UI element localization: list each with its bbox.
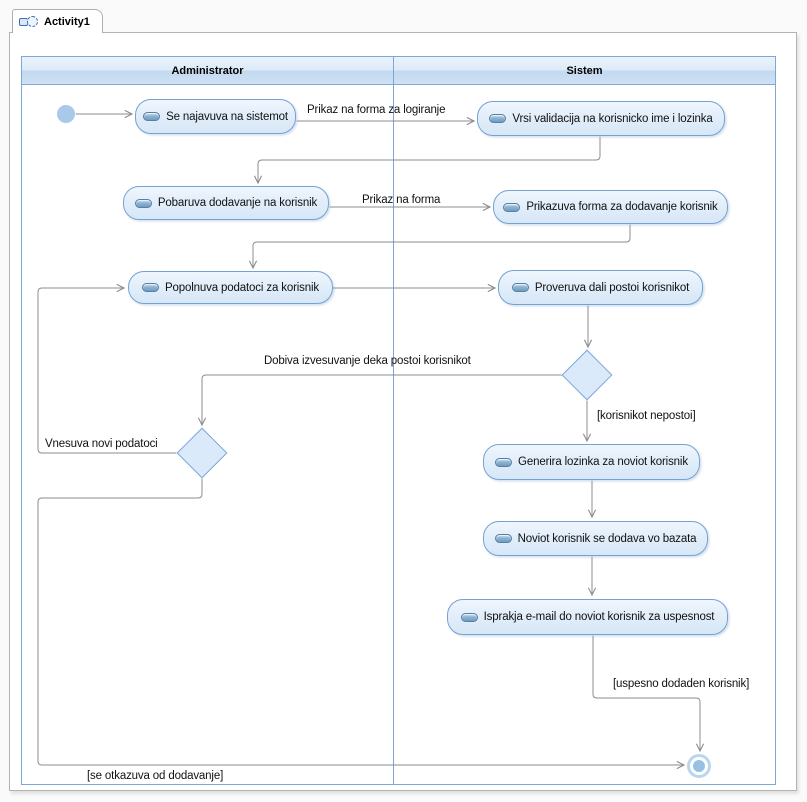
edge-label-user-exists-notification[interactable]: Dobiva izvesuvanje deka postoi korisniko… <box>264 355 471 367</box>
activity-label: Se najavuva na sistemot <box>166 110 288 123</box>
action-icon <box>489 114 507 123</box>
action-icon <box>134 198 152 208</box>
initial-node[interactable] <box>57 105 75 123</box>
activity-node-generate-password[interactable]: Generira lozinka za noviot korisnik <box>483 444 700 480</box>
edge-label-guard-success[interactable]: [uspesno dodaden korisnik] <box>613 678 750 690</box>
action-icon <box>143 112 161 121</box>
activity-label: Noviot korisnik se dodava vo bazata <box>517 532 697 545</box>
edge-label-show-form[interactable]: Prikaz na forma <box>362 194 441 206</box>
edge-label-enter-new-data[interactable]: Vnesuva novi podatoci <box>45 438 158 450</box>
activity-node-send-email[interactable]: Isprakja e-mail do noviot korisnik za us… <box>447 599 728 635</box>
edge-validate-to-request[interactable] <box>258 136 601 183</box>
action-icon <box>460 612 478 622</box>
swimlane-headers: Administrator Sistem <box>22 57 775 85</box>
edge-email-to-final[interactable] <box>592 635 700 751</box>
activity-label: Popolnuva podatoci za korisnik <box>164 281 320 294</box>
action-icon <box>141 283 159 292</box>
action-icon <box>495 457 513 467</box>
activity-label: Pobaruva dodavanje na korisnik <box>157 197 318 209</box>
activity-label: Generira lozinka za noviot korisnik <box>518 456 688 468</box>
edge-label-show-login-form[interactable]: Prikaz na forma za logiranje <box>307 104 446 116</box>
activity-node-fill-user-data[interactable]: Popolnuva podatoci za korisnik <box>128 271 333 304</box>
final-node[interactable] <box>687 754 711 778</box>
activity-label: Prikazuva forma za dodavanje korisnik <box>526 201 718 213</box>
activity-node-request-add-user[interactable]: Pobaruva dodavanje na korisnik <box>123 186 329 220</box>
activity-node-validate-credentials[interactable]: Vrsi validacija na korisnicko ime i lozi… <box>477 101 725 136</box>
swimlane-container: Administrator Sistem <box>21 56 776 785</box>
final-node-dot <box>693 760 705 772</box>
activity-label: Isprakja e-mail do noviot korisnik za us… <box>483 611 715 623</box>
edge-label-guard-user-not-exists[interactable]: [korisnikot nepostoi] <box>597 410 696 422</box>
activity-node-login[interactable]: Se najavuva na sistemot <box>135 99 296 134</box>
action-icon <box>511 283 529 292</box>
swimlane-header-sistem[interactable]: Sistem <box>394 57 775 84</box>
edge-showform-to-filldata[interactable] <box>253 224 631 268</box>
edge-label-guard-cancel[interactable]: [se otkazuva od dodavanje] <box>87 770 224 782</box>
diagram-tab-label: Activity1 <box>44 15 90 28</box>
action-icon <box>494 534 512 543</box>
edge-decision2-to-filldata[interactable] <box>37 288 177 454</box>
activity-diagram-icon <box>19 15 39 28</box>
swimlane-divider <box>393 84 394 784</box>
activity-label: Vrsi validacija na korisnicko ime i lozi… <box>512 112 713 125</box>
edge-decision1-to-decision2[interactable] <box>202 374 563 425</box>
activity-node-add-to-database[interactable]: Noviot korisnik se dodava vo bazata <box>483 521 708 556</box>
activity-node-check-user-exists[interactable]: Proveruva dali postoi korisnikot <box>498 270 703 305</box>
action-icon <box>503 202 521 212</box>
activity-label: Proveruva dali postoi korisnikot <box>534 281 690 294</box>
swimlane-header-administrator[interactable]: Administrator <box>22 57 394 84</box>
edge-decision2-to-final[interactable] <box>37 478 684 765</box>
diagram-tab[interactable]: Activity1 <box>12 9 103 33</box>
activity-node-show-add-form[interactable]: Prikazuva forma za dodavanje korisnik <box>493 190 728 224</box>
